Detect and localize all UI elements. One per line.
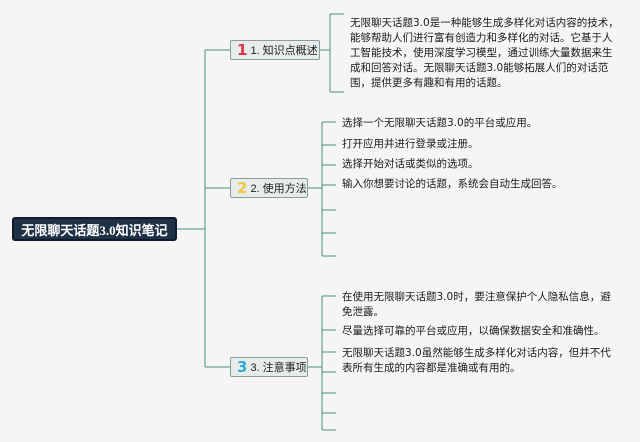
leaf-note: 无限聊天话题3.0虽然能够生成多样化对话内容，但并不代表所有生成的内容都是准确或… (342, 347, 611, 374)
branch-overview[interactable]: 1 1. 知识点概述 (230, 40, 320, 60)
number-badge: 3 (237, 358, 248, 376)
leaf-note: 尽量选择可靠的平台或应用，以确保数据安全和准确性。 (342, 325, 605, 337)
leaf-usage-step: 输入你想要讨论的话题，系统会自动生成回答。 (342, 178, 563, 190)
branch-notes[interactable]: 3 3. 注意事项 (230, 357, 308, 377)
leaf-usage-step: 选择开始对话或类似的选项。 (342, 158, 479, 170)
branch-label: 2. 使用方法 (250, 183, 307, 195)
leaf-usage-step: 打开应用并进行登录或注册。 (342, 138, 479, 150)
leaf-usage-step: 选择一个无限聊天话题3.0的平台或应用。 (342, 117, 538, 129)
leaf-overview-text: 无限聊天话题3.0是一种能够生成多样化对话内容的技术，能够帮助人们进行富有创造力… (350, 17, 619, 89)
branch-usage[interactable]: 2 2. 使用方法 (230, 178, 308, 198)
number-badge: 2 (237, 179, 248, 197)
root-topic[interactable]: 无限聊天话题3.0知识笔记 (12, 217, 177, 241)
branch-label: 1. 知识点概述 (250, 45, 318, 57)
leaf-note: 在使用无限聊天话题3.0时，要注意保护个人隐私信息，避免泄露。 (342, 291, 611, 318)
number-badge: 1 (237, 41, 248, 59)
branch-label: 3. 注意事项 (250, 362, 307, 374)
